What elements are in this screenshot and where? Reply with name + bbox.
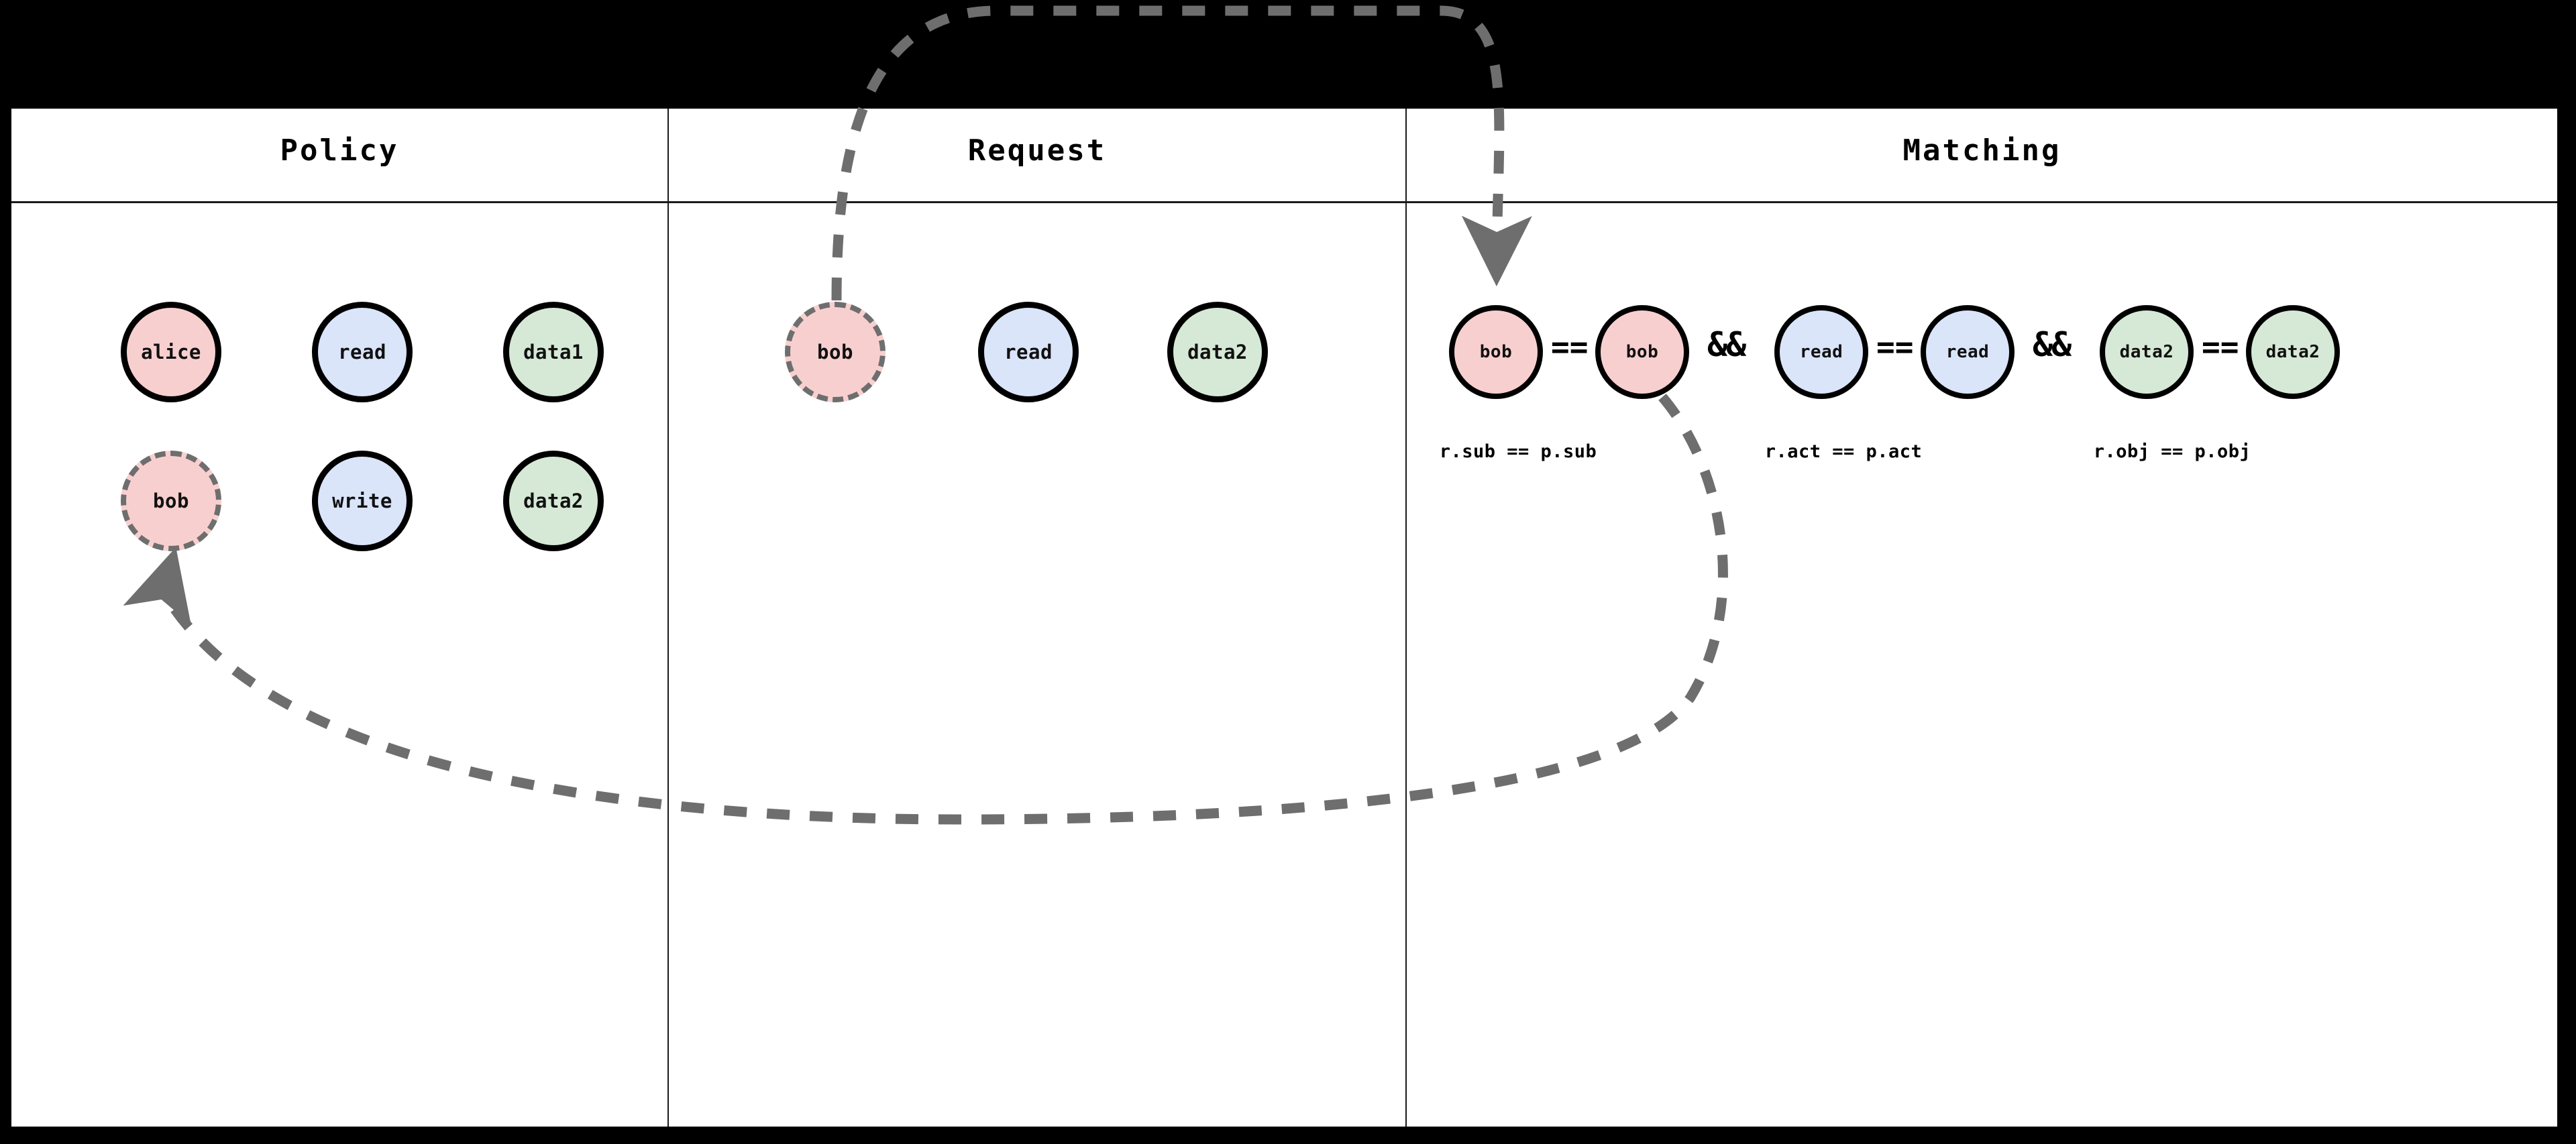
column-title-request: Request	[967, 133, 1107, 168]
header-rule	[11, 201, 2557, 203]
matching-node-policy-act[interactable]: read	[1921, 305, 2015, 399]
request-node-data2[interactable]: data2	[1167, 302, 1268, 402]
policy-node-bob[interactable]: bob	[121, 451, 221, 551]
matching-caption-act: r.act == p.act	[1764, 441, 1923, 462]
column-title-policy: Policy	[280, 133, 399, 168]
matching-node-request-sub[interactable]: bob	[1449, 305, 1543, 399]
matching-node-request-act[interactable]: read	[1774, 305, 1868, 399]
column-divider-request-matching	[1405, 109, 1407, 1127]
column-divider-policy-request	[667, 109, 669, 1127]
policy-node-data2[interactable]: data2	[503, 451, 604, 551]
request-node-bob[interactable]: bob	[785, 302, 885, 402]
policy-node-data1[interactable]: data1	[503, 302, 604, 402]
diagram-panel	[11, 109, 2557, 1127]
matching-operator-sub: ==	[1551, 329, 1589, 365]
request-node-read[interactable]: read	[978, 302, 1079, 402]
matching-joiner-2: &&	[2033, 325, 2072, 364]
matching-node-policy-obj[interactable]: data2	[2246, 305, 2340, 399]
matching-joiner-1: &&	[1707, 325, 1746, 364]
matching-operator-obj: ==	[2202, 329, 2239, 365]
policy-node-write[interactable]: write	[312, 451, 413, 551]
matching-operator-act: ==	[1876, 329, 1914, 365]
matching-node-request-obj[interactable]: data2	[2100, 305, 2194, 399]
policy-node-read[interactable]: read	[312, 302, 413, 402]
policy-node-alice[interactable]: alice	[121, 302, 221, 402]
matching-caption-sub: r.sub == p.sub	[1439, 441, 1597, 462]
column-title-matching: Matching	[1902, 133, 2061, 168]
matching-caption-obj: r.obj == p.obj	[2093, 441, 2251, 462]
matching-node-policy-sub[interactable]: bob	[1595, 305, 1689, 399]
